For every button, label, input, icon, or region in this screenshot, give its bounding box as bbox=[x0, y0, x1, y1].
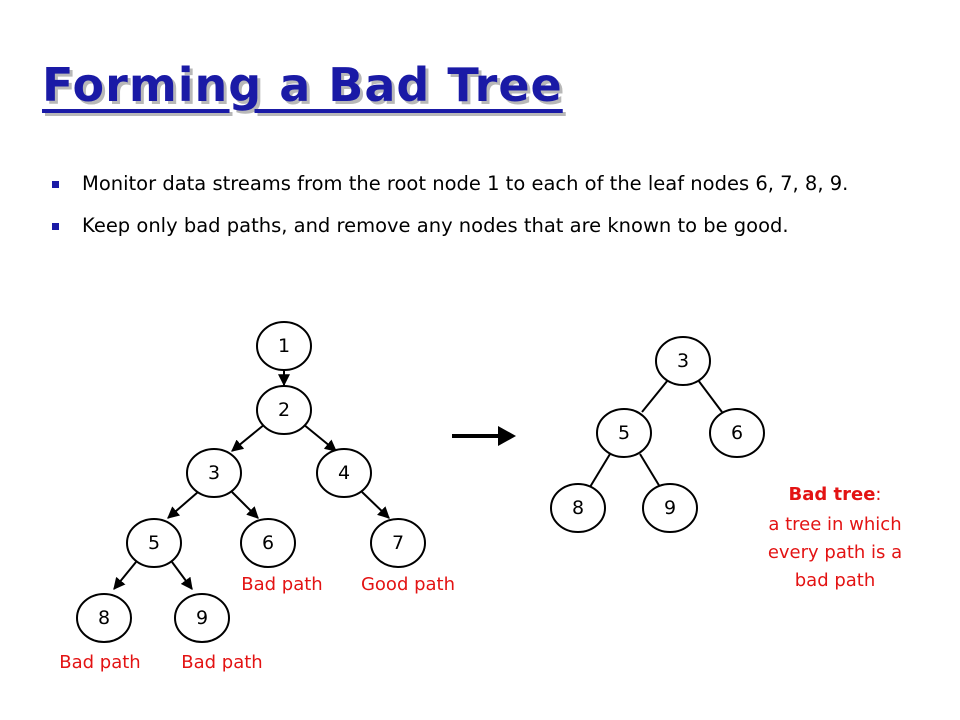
svg-text:4: 4 bbox=[338, 462, 350, 484]
svg-text:8: 8 bbox=[572, 497, 584, 519]
tree-node-5: 5 bbox=[126, 518, 182, 568]
tree-node-8: 8 bbox=[76, 593, 132, 643]
svg-text:2: 2 bbox=[278, 399, 290, 421]
bad-tree-definition-line: every path is a bbox=[768, 542, 902, 563]
bad-tree-definition-line: a tree in which bbox=[768, 514, 901, 535]
svg-text:7: 7 bbox=[392, 532, 404, 554]
bad-tree-node-6: 6 bbox=[709, 408, 765, 458]
square-bullet-icon bbox=[52, 181, 59, 188]
tree-node-9: 9 bbox=[174, 593, 230, 643]
svg-text:5: 5 bbox=[148, 532, 160, 554]
tree-node-2: 2 bbox=[256, 385, 312, 435]
svg-text:1: 1 bbox=[278, 335, 290, 357]
svg-text:5: 5 bbox=[618, 422, 630, 444]
bullet-list: Monitor data streams from the root node … bbox=[52, 170, 952, 254]
bad-tree-definition-line: bad path bbox=[795, 570, 876, 591]
square-bullet-icon bbox=[52, 223, 59, 230]
original-tree-edges bbox=[113, 370, 390, 590]
bad-edge-5-8 bbox=[589, 453, 611, 488]
bad-edge-3-6 bbox=[697, 379, 723, 413]
bad-tree-edges bbox=[589, 379, 723, 488]
bad-tree-node-5: 5 bbox=[596, 408, 652, 458]
path-label-node-8: Bad path bbox=[59, 652, 140, 673]
right-arrow-icon bbox=[452, 426, 516, 446]
path-label-node-6: Bad path bbox=[241, 574, 322, 595]
bad-edge-5-9 bbox=[639, 453, 661, 488]
bad-tree-nodes: 3 5 6 8 9 bbox=[550, 336, 765, 533]
tree-node-6: 6 bbox=[240, 518, 296, 568]
edge-2-3 bbox=[231, 423, 266, 452]
bad-tree-node-3: 3 bbox=[655, 336, 711, 386]
bad-tree-definition-heading: Bad tree: bbox=[789, 484, 882, 505]
bad-tree-node-8: 8 bbox=[550, 483, 606, 533]
path-label-node-9: Bad path bbox=[181, 652, 262, 673]
edge-3-5 bbox=[167, 491, 199, 519]
tree-node-4: 4 bbox=[316, 448, 372, 498]
bad-tree-node-9: 9 bbox=[642, 483, 698, 533]
svg-text:3: 3 bbox=[208, 462, 220, 484]
svg-text:9: 9 bbox=[664, 497, 676, 519]
slide-title: Forming a Bad Tree bbox=[42, 58, 563, 112]
svg-text:6: 6 bbox=[262, 532, 274, 554]
original-tree-nodes: 1 2 3 4 5 6 7 8 bbox=[76, 321, 426, 643]
svg-text:3: 3 bbox=[677, 350, 689, 372]
edge-4-7 bbox=[361, 491, 390, 519]
svg-text:6: 6 bbox=[731, 422, 743, 444]
edge-5-8 bbox=[113, 561, 137, 590]
edge-3-6 bbox=[231, 491, 259, 519]
svg-text:8: 8 bbox=[98, 607, 110, 629]
bullet-text: Monitor data streams from the root node … bbox=[82, 172, 849, 195]
svg-text:9: 9 bbox=[196, 607, 208, 629]
bad-tree-term: Bad tree bbox=[789, 484, 876, 505]
bullet-text: Keep only bad paths, and remove any node… bbox=[82, 214, 789, 237]
path-label-node-7: Good path bbox=[361, 574, 455, 595]
path-labels: Bad path Good path Bad path Bad path bbox=[59, 574, 455, 673]
bad-edge-3-5 bbox=[641, 379, 669, 413]
tree-node-1: 1 bbox=[256, 321, 312, 371]
edge-2-4 bbox=[302, 423, 337, 452]
edge-5-9 bbox=[171, 561, 193, 590]
bad-tree-definition: Bad tree: a tree in which every path is … bbox=[768, 484, 902, 591]
bad-tree-colon: : bbox=[875, 484, 881, 505]
bullet-item: Monitor data streams from the root node … bbox=[52, 170, 952, 198]
tree-node-7: 7 bbox=[370, 518, 426, 568]
bullet-item: Keep only bad paths, and remove any node… bbox=[52, 212, 952, 240]
tree-node-3: 3 bbox=[186, 448, 242, 498]
